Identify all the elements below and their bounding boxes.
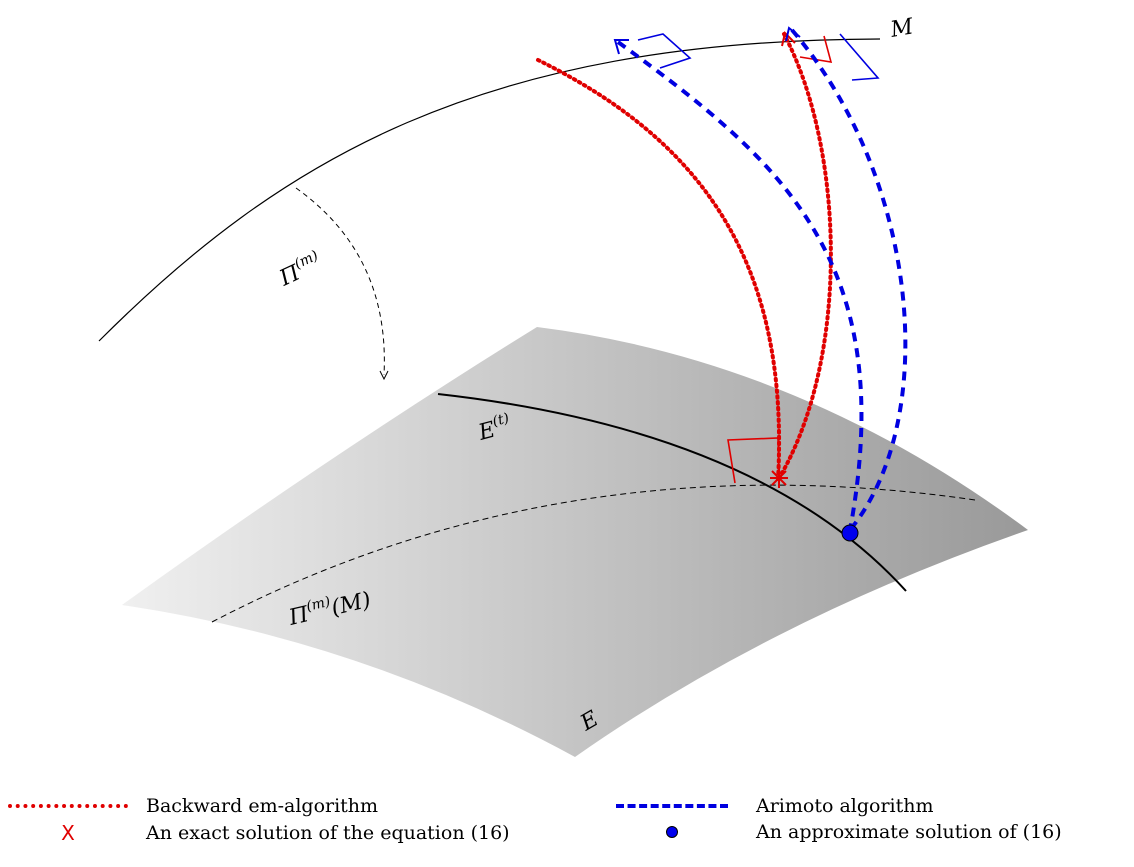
projection-arrowhead: [379, 370, 389, 381]
arimoto-arrowhead-1: [613, 39, 629, 55]
surface-e: [122, 327, 1028, 757]
diagram: M Π(m) E(t) Π(m)(M) E: [98, 14, 1028, 757]
arimoto-path-2: [790, 28, 908, 532]
legend-arimoto-label: Arimoto algorithm: [756, 795, 934, 817]
label-projection-map: Π(m): [274, 248, 326, 292]
arimoto-arrowhead-2: [785, 26, 801, 42]
label-m: M: [888, 14, 916, 43]
legend-blue-dashed-line-icon: [616, 804, 728, 808]
legend-exact-x-icon: X: [61, 821, 75, 845]
legend-blue-dot-icon: [666, 826, 678, 838]
arimoto-path-1: [616, 40, 864, 531]
legend-item-exact: X An exact solution of the equation (16): [8, 821, 510, 845]
projected-manifold-curve: [211, 484, 976, 623]
legend-item-approx: An approximate solution of (16): [612, 821, 1062, 843]
legend-em-label: Backward em-algorithm: [146, 795, 379, 817]
legend-red-dotted-line-icon: [8, 804, 128, 808]
exact-solution-marker: [770, 468, 788, 488]
legend-approx-label: An approximate solution of (16): [756, 821, 1062, 843]
blue-zigzag-mark-left: [637, 33, 692, 69]
em-arrowhead: [781, 31, 796, 47]
legend-item-arimoto: Arimoto algorithm: [612, 795, 934, 817]
right-angle-mark-upper: [799, 35, 833, 63]
manifold-curve-m: [98, 38, 881, 342]
legend-exact-label: An exact solution of the equation (16): [146, 822, 510, 844]
approx-solution-marker: [841, 524, 859, 542]
legend-item-em: Backward em-algorithm: [8, 795, 378, 817]
legend: Backward em-algorithm X An exact solutio…: [0, 785, 1134, 867]
em-path-1: [536, 58, 781, 482]
blue-zigzag-mark-right: [839, 33, 880, 81]
label-level-set: E(t): [474, 410, 514, 446]
em-path-2: [776, 32, 833, 482]
projection-arrow: [295, 187, 385, 376]
level-set-curve: [437, 393, 907, 592]
